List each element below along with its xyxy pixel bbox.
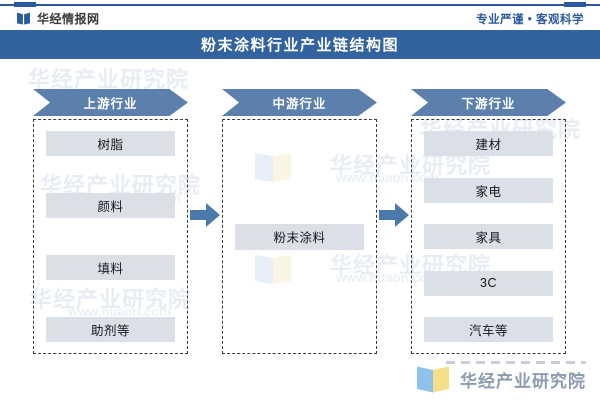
node-upstream-4[interactable]: 助剂等	[46, 317, 175, 342]
page-title: 粉末涂料行业产业链结构图	[200, 37, 399, 54]
top-accent-rule	[0, 4, 600, 6]
node-downstream-1[interactable]: 建材	[424, 131, 553, 156]
page-header: 华经情报网 专业严谨 • 客观科学	[0, 7, 600, 30]
node-downstream-5[interactable]: 汽车等	[424, 317, 553, 342]
downstream-node-group: 建材 家电 家具 3C 汽车等	[411, 119, 566, 354]
header-brand-name: 华经情报网	[37, 12, 100, 26]
title-bar: 粉末涂料行业产业链结构图	[0, 30, 600, 59]
node-upstream-2[interactable]: 颜料	[46, 193, 175, 218]
node-downstream-3[interactable]: 家具	[424, 224, 553, 249]
banner-midstream: 中游行业	[222, 89, 377, 116]
page-footer: 华经产业研究院	[414, 365, 586, 394]
banner-downstream: 下游行业	[411, 89, 566, 116]
top-accent-cap-left	[14, 2, 36, 7]
header-brand: 华经情报网	[16, 10, 100, 27]
header-slogan: 专业严谨 • 客观科学	[476, 13, 584, 26]
node-downstream-4[interactable]: 3C	[424, 270, 553, 296]
node-upstream-1[interactable]: 树脂	[46, 131, 175, 156]
banner-upstream: 上游行业	[33, 89, 188, 116]
footer-dashed-rule	[446, 361, 586, 364]
upstream-node-group: 树脂 颜料 填料 助剂等	[33, 119, 188, 354]
footer-brand-name: 华经产业研究院	[460, 372, 586, 391]
open-book-icon	[417, 366, 449, 393]
column-midstream: 中游行业 粉末涂料	[222, 89, 377, 354]
column-upstream: 上游行业 树脂 颜料 填料 助剂等	[33, 89, 188, 354]
top-accent-cap-right	[564, 2, 586, 7]
value-chain-diagram: 上游行业 树脂 颜料 填料 助剂等 中游行业 粉末涂料 下游行业 建材 家电 家…	[0, 59, 600, 355]
right-arrow-icon	[190, 203, 220, 227]
right-arrow-icon	[379, 203, 409, 227]
node-upstream-3[interactable]: 填料	[46, 255, 175, 280]
open-book-icon	[17, 12, 30, 25]
midstream-node-group: 粉末涂料	[222, 119, 377, 354]
node-downstream-2[interactable]: 家电	[424, 177, 553, 203]
column-downstream: 下游行业 建材 家电 家具 3C 汽车等	[411, 89, 566, 354]
node-midstream-1[interactable]: 粉末涂料	[235, 223, 364, 250]
